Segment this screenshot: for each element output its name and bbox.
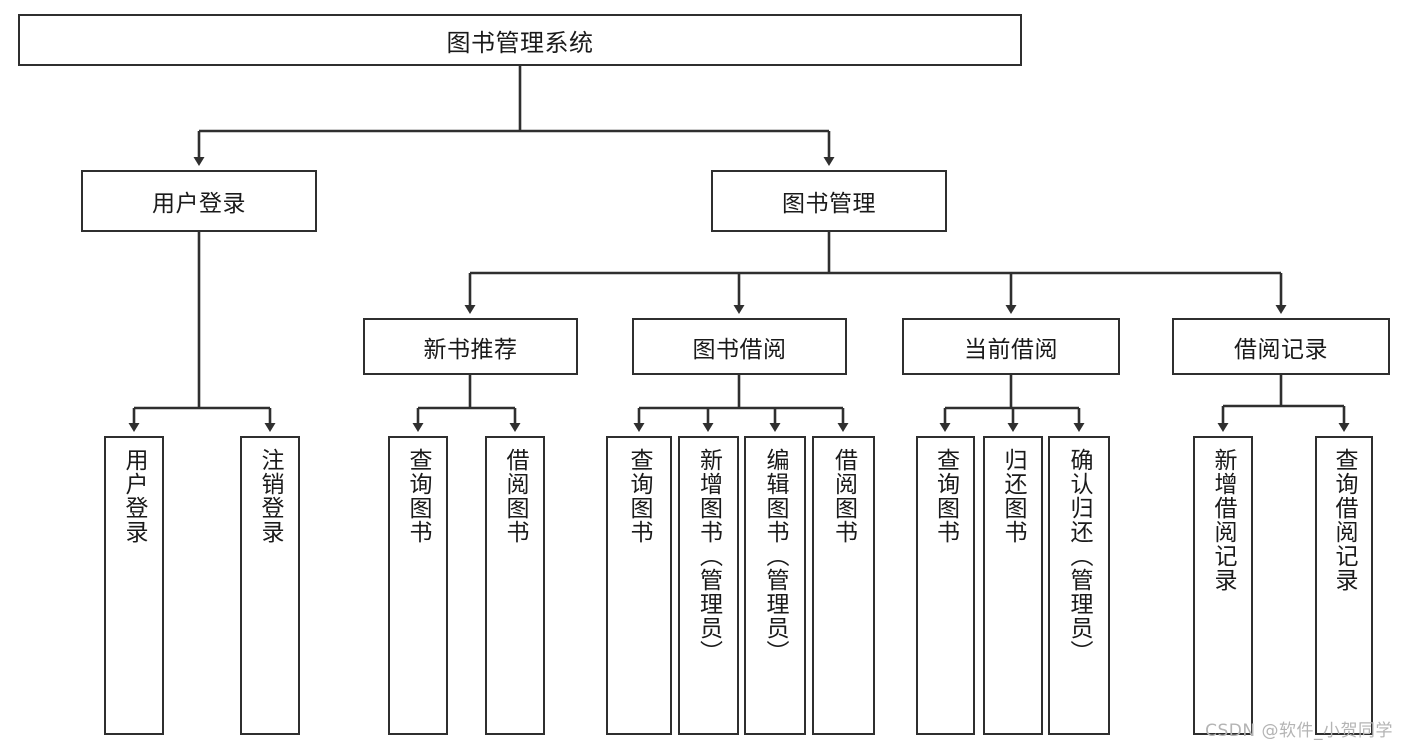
leaf-borrow-book[interactable]: 借阅图书 [812,436,875,735]
node-book-borrow-label: 图书借阅 [692,336,787,363]
leaf-query-book-current-label: 查询图书 [932,448,959,544]
node-current-borrow-label: 当前借阅 [964,336,1058,363]
leaf-user-login-label: 用户登录 [121,448,148,544]
leaf-return-book[interactable]: 归还图书 [983,436,1043,735]
leaf-logout-label: 注销登录 [257,448,284,544]
leaf-query-book-current[interactable]: 查询图书 [916,436,975,735]
watermark: CSDN @软件_小贺同学 [1205,721,1393,741]
leaf-user-login[interactable]: 用户登录 [104,436,164,735]
node-root[interactable]: 图书管理系统 [18,14,1022,66]
leaf-query-book-borrow-label: 查询图书 [626,448,653,544]
leaf-borrow-book-recommend[interactable]: 借阅图书 [485,436,545,735]
leaf-borrow-book-recommend-label: 借阅图书 [502,448,529,544]
leaf-query-book-recommend[interactable]: 查询图书 [388,436,448,735]
node-new-book-recommend[interactable]: 新书推荐 [363,318,578,375]
node-root-label: 图书管理系统 [446,28,594,57]
node-book-management-label: 图书管理 [782,191,876,217]
leaf-query-borrow-record-label: 查询借阅记录 [1331,448,1358,592]
leaf-borrow-book-label: 借阅图书 [830,448,857,544]
leaf-edit-book-admin[interactable]: 编辑图书（管理员） [744,436,806,735]
node-current-borrow[interactable]: 当前借阅 [902,318,1120,375]
leaf-add-book-admin[interactable]: 新增图书（管理员） [678,436,739,735]
leaf-logout[interactable]: 注销登录 [240,436,300,735]
leaf-add-borrow-record-label: 新增借阅记录 [1210,448,1237,592]
leaf-edit-book-admin-label: 编辑图书（管理员） [762,448,789,664]
node-borrow-record-label: 借阅记录 [1234,336,1328,363]
node-book-management[interactable]: 图书管理 [711,170,947,232]
node-user-login-label: 用户登录 [152,191,246,217]
leaf-confirm-return-admin-label: 确认归还（管理员） [1066,448,1093,664]
leaf-query-borrow-record[interactable]: 查询借阅记录 [1315,436,1373,735]
leaf-add-book-admin-label: 新增图书（管理员） [695,448,722,664]
node-book-borrow[interactable]: 图书借阅 [632,318,847,375]
leaf-query-book-recommend-label: 查询图书 [405,448,432,544]
leaf-return-book-label: 归还图书 [1000,448,1027,544]
leaf-confirm-return-admin[interactable]: 确认归还（管理员） [1048,436,1110,735]
node-borrow-record[interactable]: 借阅记录 [1172,318,1390,375]
node-user-login[interactable]: 用户登录 [81,170,317,232]
leaf-add-borrow-record[interactable]: 新增借阅记录 [1193,436,1253,735]
node-new-book-recommend-label: 新书推荐 [423,336,518,363]
leaf-query-book-borrow[interactable]: 查询图书 [606,436,672,735]
